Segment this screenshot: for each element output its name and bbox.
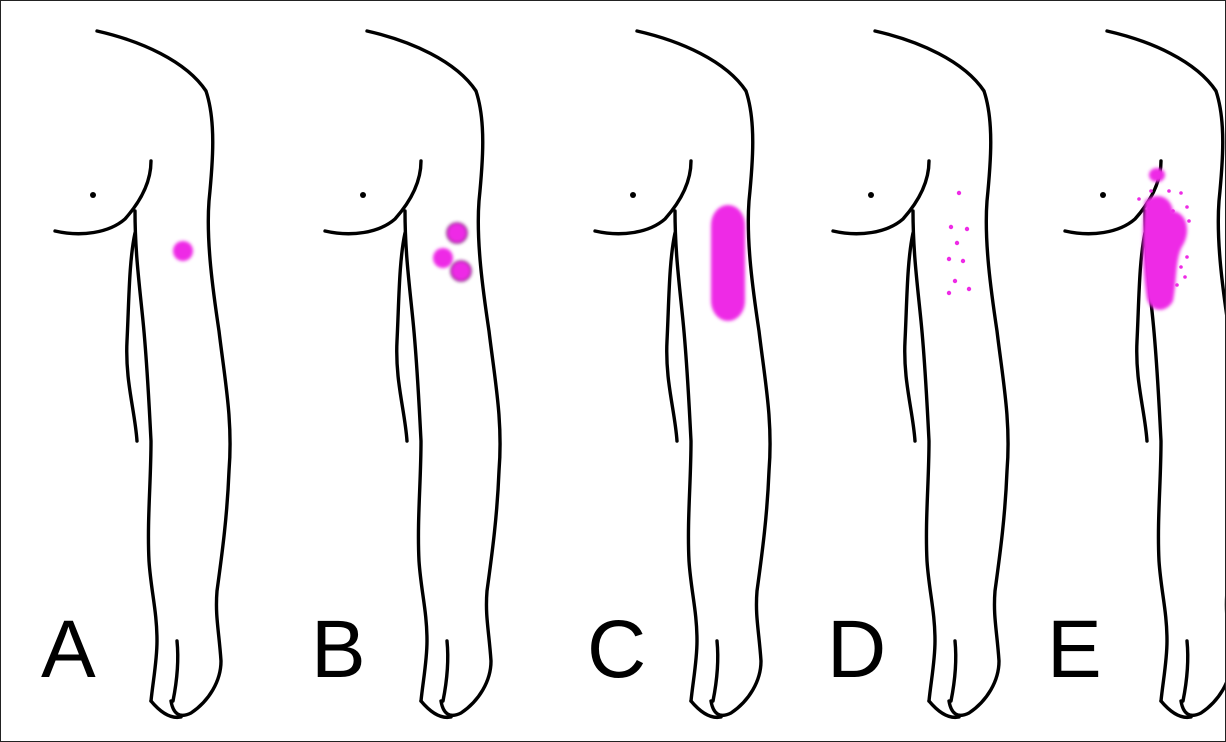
panel-c: C xyxy=(587,31,770,717)
panel-label-e: E xyxy=(1047,604,1102,695)
panel-label-c: C xyxy=(587,604,646,695)
lesion-mixed-e xyxy=(1137,168,1191,310)
panel-label-d: D xyxy=(827,604,886,695)
panel-a: A xyxy=(41,31,230,717)
lesion-cluster-b xyxy=(433,223,471,281)
panel-d: D xyxy=(827,31,1008,717)
panel-label-b: B xyxy=(311,604,366,695)
panel-e: E xyxy=(1047,31,1225,717)
panel-label-a: A xyxy=(41,604,96,695)
panel-b: B xyxy=(311,31,500,717)
lesion-single-a xyxy=(173,241,193,261)
lesion-band-c xyxy=(711,205,745,321)
lesion-dots-d xyxy=(947,191,971,295)
